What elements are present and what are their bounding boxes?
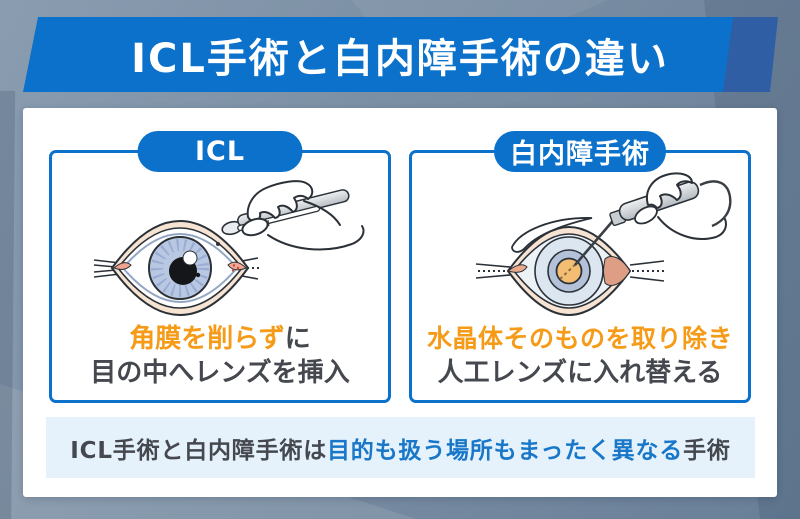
phaco-probe-icon <box>574 215 618 266</box>
panel-cataract: 白内障手術 <box>409 131 751 403</box>
eye-muscle-lines-icon <box>475 260 665 282</box>
icl-lens-icon <box>221 220 243 236</box>
footer-note: ICL手術と白内障手術は目的も扱う場所もまったく異なる手術 <box>46 417 755 478</box>
hand-icon <box>241 180 365 251</box>
icl-caption-line1: 角膜を削らずに <box>129 324 311 354</box>
icl-badge: ICL <box>137 131 303 172</box>
cataract-surgery-illustration <box>475 172 732 317</box>
eye-front-icon <box>506 225 632 317</box>
banner-accent-ribbon <box>723 17 778 92</box>
eye-muscle-lines-icon <box>93 257 259 280</box>
crystalline-lens-icon <box>555 257 583 285</box>
phaco-handpiece-icon <box>609 180 732 228</box>
cataract-caption-line2: 人工レンズに入れ替える <box>437 358 723 388</box>
panel-icl: ICL <box>49 131 391 403</box>
icl-caption-line2: 目の中へレンズを挿入 <box>90 358 350 388</box>
icl-caption: 角膜を削らずに 目の中へレンズを挿入 <box>52 322 388 390</box>
footer-prefix: ICL手術と白内障手術は <box>70 437 327 464</box>
page-title: ICL手術と白内障手術の違い <box>131 35 669 82</box>
eye-cross-section-icon <box>110 219 250 317</box>
footer-highlight: 目的も扱う場所もまったく異なる <box>327 437 684 464</box>
title-banner: ICL手術と白内障手術の違い <box>23 17 778 92</box>
eyelid-flap-icon <box>511 217 593 253</box>
cataract-caption: 水晶体そのものを取り除き 人工レンズに入れ替える <box>412 322 748 390</box>
footer-suffix: 手術 <box>683 437 731 464</box>
hand-icon <box>634 172 727 240</box>
cataract-caption-line1: 水晶体そのものを取り除き <box>426 324 733 353</box>
tweezers-icon <box>237 189 350 232</box>
cataract-badge: 白内障手術 <box>494 131 666 172</box>
lens-drop-dot-icon <box>216 242 220 246</box>
cable-icon <box>699 180 732 228</box>
icl-surgery-illustration <box>93 180 365 317</box>
comparison-card: ICL <box>23 108 777 497</box>
